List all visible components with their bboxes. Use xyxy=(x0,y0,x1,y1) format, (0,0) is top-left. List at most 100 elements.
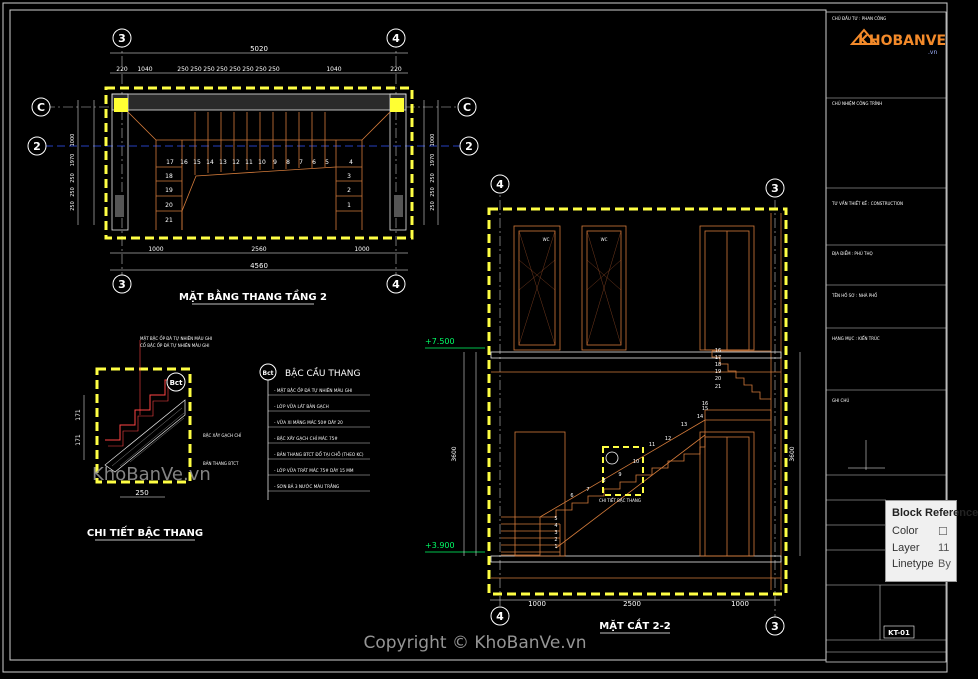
detail-dim: 250 xyxy=(135,489,148,497)
legend-item: - BẬC XÂY GẠCH CHỈ MÁC 75# xyxy=(274,436,338,441)
grid-label: 4 xyxy=(496,610,504,623)
title-block-row: HẠNG MỤC : KIẾN TRÚC xyxy=(832,335,880,341)
step-number: 20 xyxy=(165,202,173,209)
step-detail: Bct MẶT BẬC ỐP ĐÁ TỰ NHIÊN MÀU GHI CỔ BẬ… xyxy=(75,336,242,541)
dim-right: 3600 xyxy=(789,446,796,461)
grid-label: 4 xyxy=(496,178,504,191)
step-number: 11 xyxy=(649,442,655,448)
step-number: 17 xyxy=(715,355,721,361)
grid-label: 4 xyxy=(392,278,400,291)
step-number: 12 xyxy=(665,436,671,442)
detail-note: MẶT BẬC ỐP ĐÁ TỰ NHIÊN MÀU GHI xyxy=(140,336,212,341)
step-number: 19 xyxy=(715,369,721,375)
dim-top-segment: 250 xyxy=(229,66,241,73)
step-number: 1 xyxy=(554,544,557,550)
step-number: 14 xyxy=(206,159,214,166)
step-number: 15 xyxy=(193,159,201,166)
grid-label: 3 xyxy=(771,620,779,633)
dim-right: 250 xyxy=(430,201,436,211)
dim-top-segment: 250 xyxy=(268,66,280,73)
detail-tag: Bct xyxy=(170,379,183,387)
step-number: 1 xyxy=(347,202,351,209)
watermark-brand: KhoBanVe.vn xyxy=(92,464,211,485)
section-title: MẶT CẮT 2-2 xyxy=(599,617,670,632)
legend-item: - BẢN THANG BTCT ĐỔ TẠI CHỖ (THEO KC) xyxy=(274,452,364,457)
step-number: 21 xyxy=(165,217,173,224)
title-block-row: ĐỊA ĐIỂM : PHÚ THỌ xyxy=(832,251,873,256)
step-number: 12 xyxy=(232,159,240,166)
step-number: 6 xyxy=(312,159,316,166)
sheet-code: KT-01 xyxy=(888,629,910,637)
grid-label: 3 xyxy=(771,182,779,195)
watermark-copyright: Copyright © KhoBanVe.vn xyxy=(363,633,586,653)
dim-left: 3600 xyxy=(451,446,458,461)
grid-label: 2 xyxy=(33,140,41,153)
grid-label: C xyxy=(37,101,45,114)
dim-bottom: 1000 xyxy=(528,600,546,608)
dim-total-top: 5020 xyxy=(250,45,268,53)
dim-left: 250 xyxy=(70,201,76,211)
logo-text: KHOBANVE xyxy=(858,33,946,49)
level-top: +7.500 xyxy=(425,337,455,346)
step-number: 18 xyxy=(165,173,173,180)
dim-left: 1970 xyxy=(70,154,76,167)
dim-top-segment: 1040 xyxy=(326,66,341,73)
step-number: 18 xyxy=(715,362,721,368)
dim-left: 1000 xyxy=(70,134,76,147)
detail-ref: CHI TIẾT BẬC THANG xyxy=(599,497,641,503)
legend-tag: Bct xyxy=(263,370,274,377)
step-number: 3 xyxy=(347,173,351,180)
legend-title: BẬC CẦU THANG xyxy=(285,366,361,379)
dim-top-segment: 250 xyxy=(242,66,254,73)
dim-top-segment: 250 xyxy=(255,66,267,73)
step-number: 7 xyxy=(299,159,303,166)
dim-top-segment: 1040 xyxy=(137,66,152,73)
dim-total-bottom: 4560 xyxy=(250,262,268,270)
legend-item: - LỚP VỮA TRÁT MÁC 75# DÀY 15 MM xyxy=(274,468,354,473)
brand-logo: KHOBANVE .vn xyxy=(849,28,946,56)
step-number: 14 xyxy=(697,414,703,420)
step-number: 21 xyxy=(715,384,721,390)
legend-item: - LỚP VỮA LÁT BẢN GẠCH xyxy=(274,404,329,409)
tooltip-row: Color☐ xyxy=(892,525,948,538)
step-number: 16 xyxy=(180,159,188,166)
legend-item: - VỮA XI MĂNG MÁC 50# DÀY 20 xyxy=(274,420,343,425)
step-number: 3 xyxy=(554,530,557,536)
svg-text:WC: WC xyxy=(601,237,608,242)
step-number: 16 xyxy=(715,348,721,354)
dim-top-segment: 220 xyxy=(390,66,402,73)
grid-label: 4 xyxy=(392,32,400,45)
level-bottom: +3.900 xyxy=(425,541,455,550)
dim-right: 250 xyxy=(430,187,436,197)
tooltip-title: Block Reference xyxy=(892,507,978,519)
dim-right: 1000 xyxy=(430,134,436,147)
title-block-row: TÊN HỒ SƠ : NHÀ PHỐ xyxy=(831,293,877,298)
dim-bottom-segment: 2560 xyxy=(251,246,266,253)
step-number: 11 xyxy=(245,159,253,166)
step-number: 13 xyxy=(219,159,227,166)
step-number: 16 xyxy=(702,401,708,407)
plan-title: MẶT BẰNG THANG TẦNG 2 xyxy=(179,288,327,303)
dim-top-segment: 220 xyxy=(116,66,128,73)
legend-item: - SƠN BẢ 3 NƯỚC MÀU TRẮNG xyxy=(274,484,339,489)
step-number: 10 xyxy=(633,459,639,465)
dim-bottom: 1000 xyxy=(731,600,749,608)
step-number: 17 xyxy=(166,159,174,166)
title-block-row: GHI CHÚ xyxy=(832,398,849,403)
step-number: 9 xyxy=(618,472,621,478)
legend-item: - MẶT BẬC ỐP ĐÁ TỰ NHIÊN MÀU GHI xyxy=(274,388,352,393)
step-number: 9 xyxy=(273,159,277,166)
step-number: 6 xyxy=(570,493,573,499)
step-number: 8 xyxy=(602,478,605,484)
step-number: 5 xyxy=(325,159,329,166)
grid-label: C xyxy=(463,101,471,114)
stair-section: WC WC CHI TIẾT BẬC THANG 123456789101112… xyxy=(425,174,801,636)
step-number: 13 xyxy=(681,422,687,428)
dim-top-segment: 250 xyxy=(216,66,228,73)
